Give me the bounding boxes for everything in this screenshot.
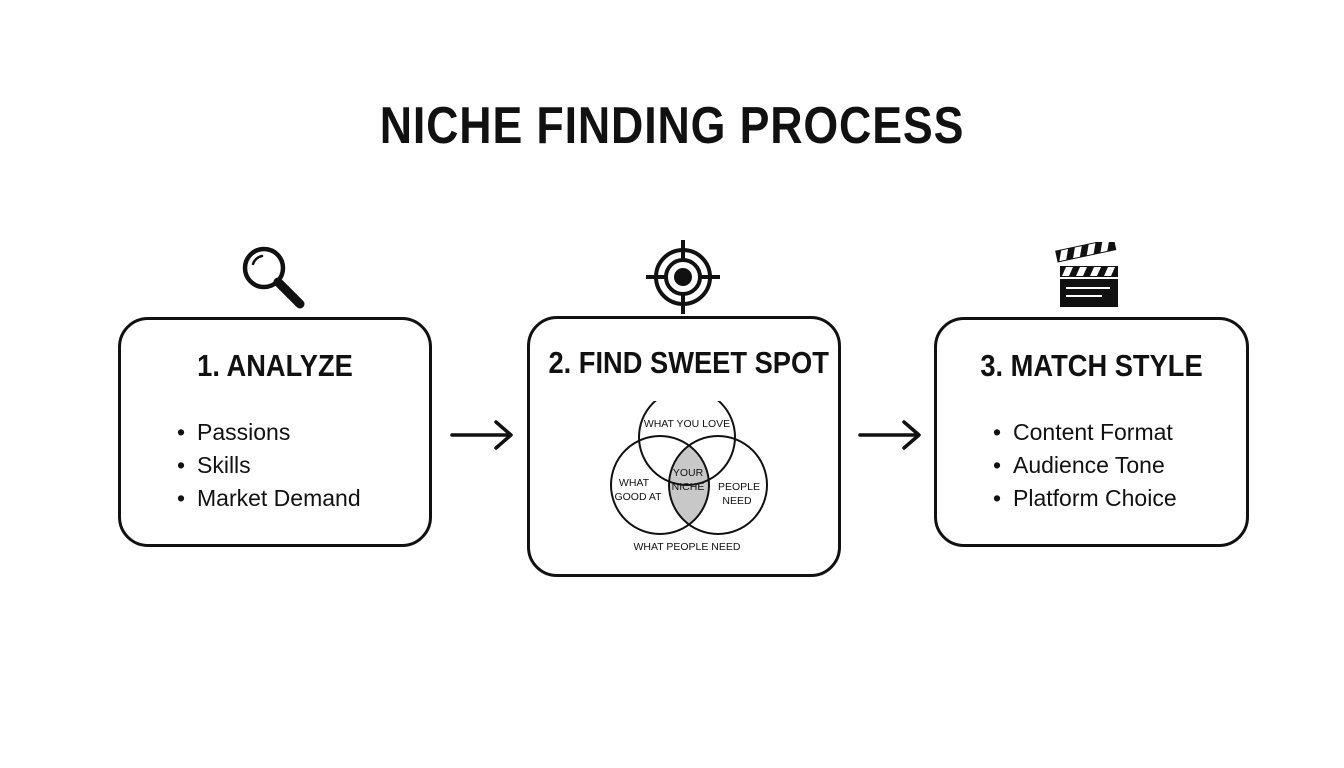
venn-circle-left <box>610 435 710 535</box>
venn-label-left-1: WHAT <box>619 477 650 489</box>
overlap-region <box>669 436 709 534</box>
step-title: 2. FIND SWEET SPOT <box>548 345 829 380</box>
step-items: Passions Skills Market Demand <box>177 416 361 515</box>
step-title: 1. ANALYZE <box>197 348 353 383</box>
list-item: Passions <box>177 416 361 449</box>
venn-label-right-1: PEOPLE <box>718 481 760 493</box>
venn-label-top: WHAT YOU LOVE <box>644 418 730 430</box>
venn-diagram: WHAT YOU LOVE WHAT GOOD AT YOUR NICHE PE… <box>610 401 768 553</box>
arrow-right-icon <box>450 420 513 450</box>
venn-label-right-2: NEED <box>722 495 752 507</box>
list-item: Audience Tone <box>993 449 1177 482</box>
list-item: Skills <box>177 449 361 482</box>
venn-label-center-1: YOUR <box>673 467 704 479</box>
venn-label-left-2: GOOD AT <box>614 491 662 503</box>
magnifying-glass-icon <box>242 246 305 309</box>
diagram-title: NICHE FINDING PROCESS <box>379 97 965 155</box>
venn-label-bottom: WHAT PEOPLE NEED <box>634 541 741 553</box>
list-item: Content Format <box>993 416 1177 449</box>
step-card-analyze: 1. ANALYZE Passions Skills Market Demand <box>118 317 432 547</box>
list-item: Market Demand <box>177 482 361 515</box>
venn-label-center-2: NICHE <box>672 481 705 493</box>
step-items: Content Format Audience Tone Platform Ch… <box>993 416 1177 515</box>
clapperboard-icon <box>1055 242 1118 307</box>
target-icon <box>646 240 720 314</box>
venn-circle-top <box>638 401 736 486</box>
step-card-match-style: 3. MATCH STYLE Content Format Audience T… <box>934 317 1249 547</box>
list-item: Platform Choice <box>993 482 1177 515</box>
venn-circle-right <box>668 435 768 535</box>
step-title: 3. MATCH STYLE <box>980 348 1203 383</box>
step-card-sweet-spot: 2. FIND SWEET SPOT WHAT YOU LOVE WHAT GO… <box>527 316 841 577</box>
arrow-right-icon <box>858 420 921 450</box>
